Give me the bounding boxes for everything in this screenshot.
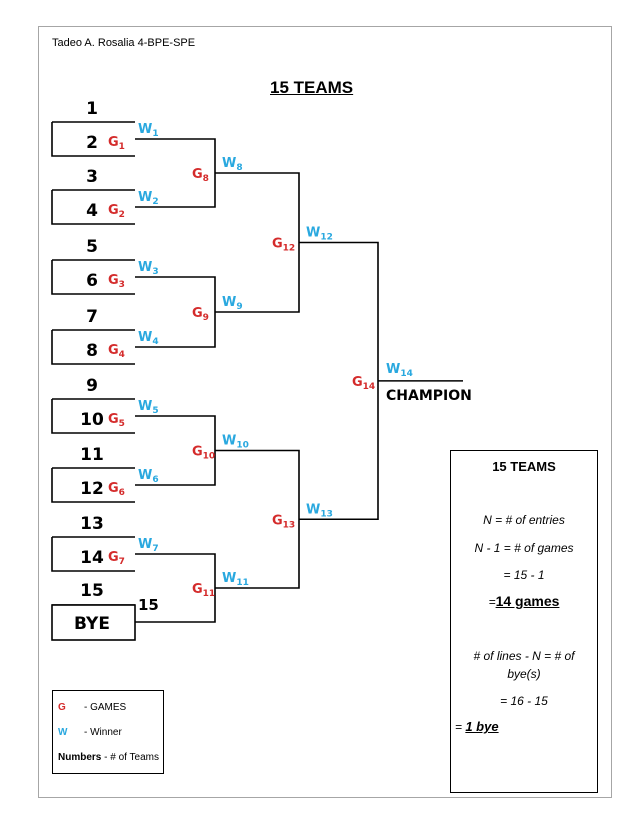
winner-label: W13 xyxy=(306,502,333,519)
game-label: G5 xyxy=(108,412,125,429)
seed-label: 15 xyxy=(80,581,104,601)
game-label: G6 xyxy=(108,481,125,498)
legend-numbers: Numbers - # of Teams xyxy=(58,752,159,763)
seed-label: 7 xyxy=(86,307,98,327)
seed-line xyxy=(51,190,135,225)
seed-label: 1 xyxy=(86,99,98,119)
champion-label: CHAMPION xyxy=(386,388,472,404)
formula-line-entries: N = # of entries xyxy=(483,513,565,527)
seed-label: 5 xyxy=(86,237,98,257)
seed-line xyxy=(51,537,135,572)
legend-games-desc: - GAMES xyxy=(84,702,127,713)
formula-line-subtraction: = 15 - 1 xyxy=(503,568,545,582)
seed-label: 11 xyxy=(80,445,104,465)
game-label: G13 xyxy=(272,513,295,530)
formula-line-byes: bye(s) xyxy=(507,667,541,681)
bye-seed-label: 15 xyxy=(138,596,159,614)
game-label: G11 xyxy=(192,582,215,599)
page-title: 15 TEAMS xyxy=(270,78,354,97)
formula-line-lines: # of lines - N = # of xyxy=(473,649,575,663)
seed-label: 6 xyxy=(86,271,98,291)
winner-label: W8 xyxy=(222,156,243,173)
winner-label: W11 xyxy=(222,571,249,588)
seed-line xyxy=(51,260,135,295)
formula-title: 15 TEAMS xyxy=(492,459,556,474)
formula-line-games: N - 1 = # of games xyxy=(474,541,574,555)
formula-bye-prefix: = xyxy=(455,720,466,734)
legend-games-key: G xyxy=(58,702,66,713)
formula-line-result: =14 games xyxy=(451,593,597,609)
game-label: G1 xyxy=(108,135,125,152)
seed-label: 8 xyxy=(86,341,98,361)
legend-winner-desc: - Winner xyxy=(84,727,122,738)
seed-label: 14 xyxy=(80,548,104,568)
legend-winner-key: W xyxy=(58,727,68,738)
formula-line-bye-result: = 1 bye xyxy=(455,719,601,734)
seed-line xyxy=(51,330,135,365)
bye-box xyxy=(51,604,136,641)
seed-label: 13 xyxy=(80,514,104,534)
game-label: G3 xyxy=(108,273,125,290)
author-name: Tadeo A. Rosalia 4-BPE-SPE xyxy=(52,37,196,49)
winner-label: W5 xyxy=(138,399,159,416)
formula-line-bye-subtraction: = 16 - 15 xyxy=(500,694,548,708)
round3-connector xyxy=(215,449,300,589)
winner-label: W14 xyxy=(386,362,413,379)
seed-label: 2 xyxy=(86,133,98,153)
seed-label: 4 xyxy=(86,201,98,221)
game-label: G12 xyxy=(272,237,295,254)
seed-label: 10 xyxy=(80,410,104,430)
game-label: G4 xyxy=(108,343,125,360)
winner-label: W2 xyxy=(138,190,159,207)
seed-line xyxy=(51,399,135,434)
final-connector xyxy=(299,241,379,521)
winner-label: W3 xyxy=(138,260,159,277)
seed-line xyxy=(51,122,135,157)
game-label: G9 xyxy=(192,306,209,323)
winner-label: W10 xyxy=(222,434,249,451)
legend-numbers-desc: - # of Teams xyxy=(101,752,159,763)
bye-label: BYE xyxy=(74,614,110,634)
winner-label: W6 xyxy=(138,468,159,485)
winner-label: W12 xyxy=(306,226,333,243)
game-label: G14 xyxy=(352,375,375,392)
seed-line xyxy=(51,468,135,503)
formula-box: 15 TEAMS N = # of entries N - 1 = # of g… xyxy=(450,450,598,793)
winner-label: W4 xyxy=(138,330,159,347)
winner-label: W9 xyxy=(222,295,243,312)
legend-numbers-key: Numbers xyxy=(58,752,102,763)
legend-winner: W - Winner xyxy=(58,727,122,738)
game-label: G10 xyxy=(192,445,215,462)
page-frame xyxy=(38,26,612,798)
game-label: G8 xyxy=(192,167,209,184)
winner-label: W7 xyxy=(138,537,159,554)
formula-result-prefix: = xyxy=(488,595,496,609)
formula-result-value: 14 games xyxy=(495,593,560,609)
seed-label: 9 xyxy=(86,376,98,396)
seed-label: 12 xyxy=(80,479,104,499)
game-label: G2 xyxy=(108,203,125,220)
round3-connector xyxy=(215,172,300,313)
seed-label: 3 xyxy=(86,167,98,187)
legend-games: G - GAMES xyxy=(58,702,126,713)
winner-label: W1 xyxy=(138,122,159,139)
formula-bye-value: 1 bye xyxy=(465,719,499,734)
legend-box: G - GAMES W - Winner Numbers - # of Teams xyxy=(52,690,164,774)
game-label: G7 xyxy=(108,550,125,567)
